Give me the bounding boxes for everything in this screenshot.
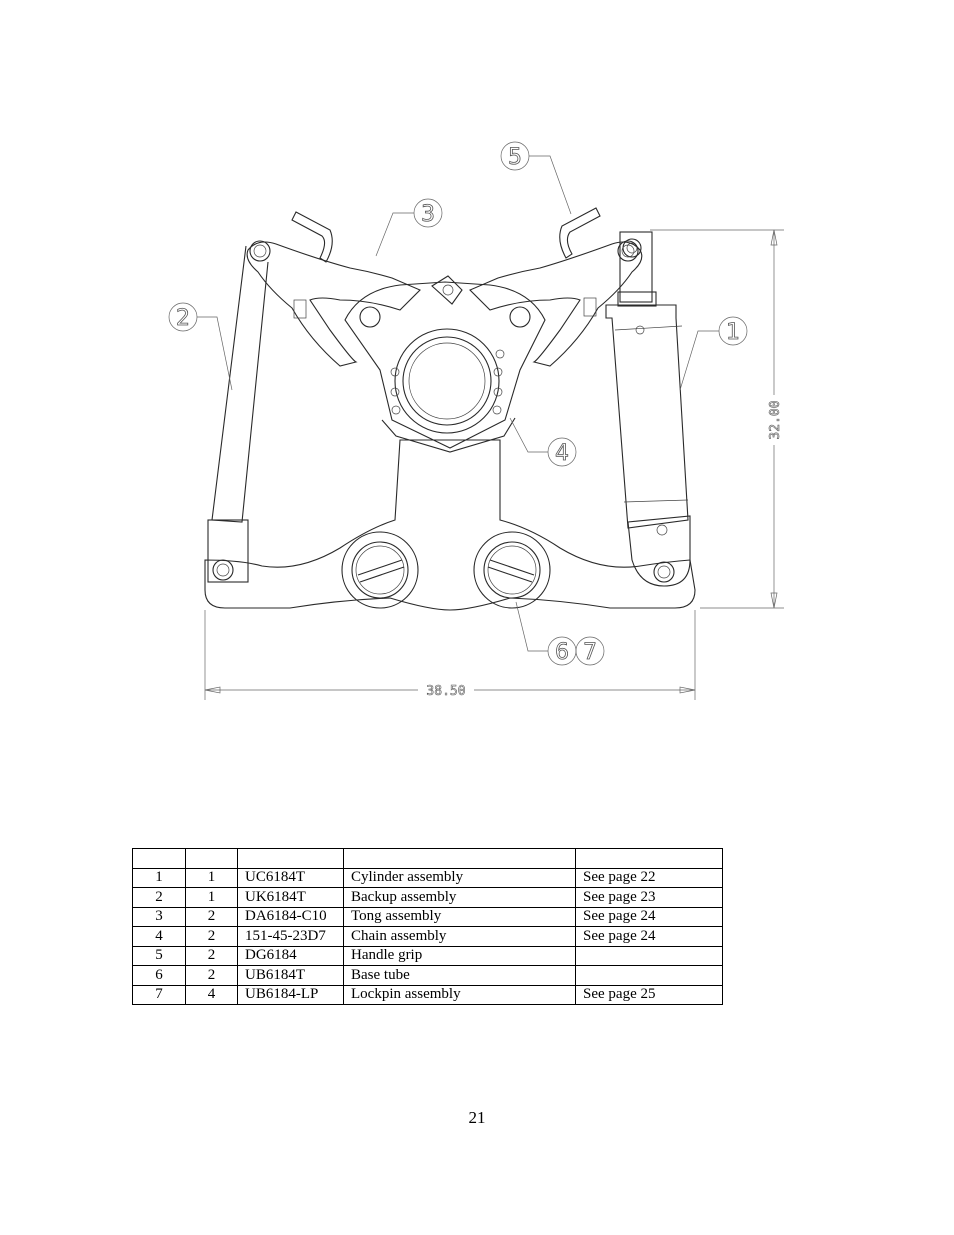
- callout-6-label: 6: [555, 640, 569, 665]
- table-row: 4 2 151-45-23D7 Chain assembly See page …: [132, 926, 723, 947]
- item-number: 4: [132, 926, 186, 947]
- callout-5-label: 5: [508, 145, 522, 170]
- item-number: 1: [132, 867, 186, 888]
- quantity: 1: [185, 887, 238, 908]
- quantity: 2: [185, 926, 238, 947]
- reference: See page 24: [575, 926, 723, 947]
- page-number: 21: [468, 1108, 486, 1127]
- part-number: DA6184-C10: [237, 906, 344, 927]
- dimension-width: 38.50: [204, 610, 696, 700]
- callout-6-7: 6 7: [515, 601, 605, 665]
- base-plate: [204, 439, 696, 611]
- part-number: UC6184T: [237, 867, 344, 888]
- callout-4: 4: [509, 417, 577, 466]
- header-cell: [237, 848, 344, 869]
- part-number: UB6184-LP: [237, 984, 344, 1005]
- table-row: 1 1 UC6184T Cylinder assembly See page 2…: [132, 867, 723, 888]
- table-row: 7 4 UB6184-LP Lockpin assembly See page …: [132, 984, 723, 1005]
- table-row: 5 2 DG6184 Handle grip: [132, 945, 723, 966]
- tong-assembly-right: [469, 207, 643, 367]
- item-number: 7: [132, 984, 186, 1005]
- item-number: 3: [132, 906, 186, 927]
- part-number: UB6184T: [237, 965, 344, 986]
- parts-table: 1 1 UC6184T Cylinder assembly See page 2…: [132, 848, 723, 1005]
- base-tube-right: [473, 531, 551, 609]
- part-number: UK6184T: [237, 887, 344, 908]
- header-cell: [575, 848, 723, 869]
- table-row: 3 2 DA6184-C10 Tong assembly See page 24: [132, 906, 723, 927]
- description: Chain assembly: [343, 926, 576, 947]
- quantity: 1: [185, 867, 238, 888]
- reference: See page 23: [575, 887, 723, 908]
- callout-3: 3: [375, 198, 443, 257]
- callout-1-label: 1: [726, 320, 740, 345]
- description: Tong assembly: [343, 906, 576, 927]
- quantity: 2: [185, 906, 238, 927]
- part-number: 151-45-23D7: [237, 926, 344, 947]
- part-number: DG6184: [237, 945, 344, 966]
- dimension-height-label: 32.00: [768, 400, 783, 439]
- callout-7-label: 7: [583, 640, 597, 665]
- dimension-width-label: 38.50: [426, 684, 465, 699]
- quantity: 4: [185, 984, 238, 1005]
- description: Handle grip: [343, 945, 576, 966]
- reference: [575, 945, 723, 966]
- callout-3-label: 3: [421, 202, 435, 227]
- quantity: 2: [185, 965, 238, 986]
- reference: See page 25: [575, 984, 723, 1005]
- chain-assembly: [344, 275, 546, 453]
- callout-4-label: 4: [555, 441, 569, 466]
- callout-2-label: 2: [176, 306, 190, 331]
- callout-2: 2: [168, 302, 233, 391]
- quantity: 2: [185, 945, 238, 966]
- description: Lockpin assembly: [343, 984, 576, 1005]
- backup-strut: [207, 245, 269, 583]
- header-cell: [132, 848, 186, 869]
- table-row: 2 1 UK6184T Backup assembly See page 23: [132, 887, 723, 908]
- table-header-row: [132, 848, 723, 869]
- header-cell: [343, 848, 576, 869]
- hydraulic-cylinder: [605, 231, 691, 587]
- callout-5: 5: [500, 141, 572, 215]
- table-row: 6 2 UB6184T Base tube: [132, 965, 723, 986]
- description: Base tube: [343, 965, 576, 986]
- reference: See page 22: [575, 867, 723, 888]
- item-number: 5: [132, 945, 186, 966]
- tong-assembly-left: [246, 211, 421, 367]
- item-number: 2: [132, 887, 186, 908]
- description: Backup assembly: [343, 887, 576, 908]
- item-number: 6: [132, 965, 186, 986]
- description: Cylinder assembly: [343, 867, 576, 888]
- reference: See page 24: [575, 906, 723, 927]
- callout-1: 1: [679, 316, 748, 391]
- dimension-height: 32.00: [650, 229, 784, 609]
- reference: [575, 965, 723, 986]
- technical-drawing: 38.50 32.00 1 2 3 4 5 6 7: [168, 141, 784, 700]
- header-cell: [185, 848, 238, 869]
- base-tube-left: [341, 531, 419, 609]
